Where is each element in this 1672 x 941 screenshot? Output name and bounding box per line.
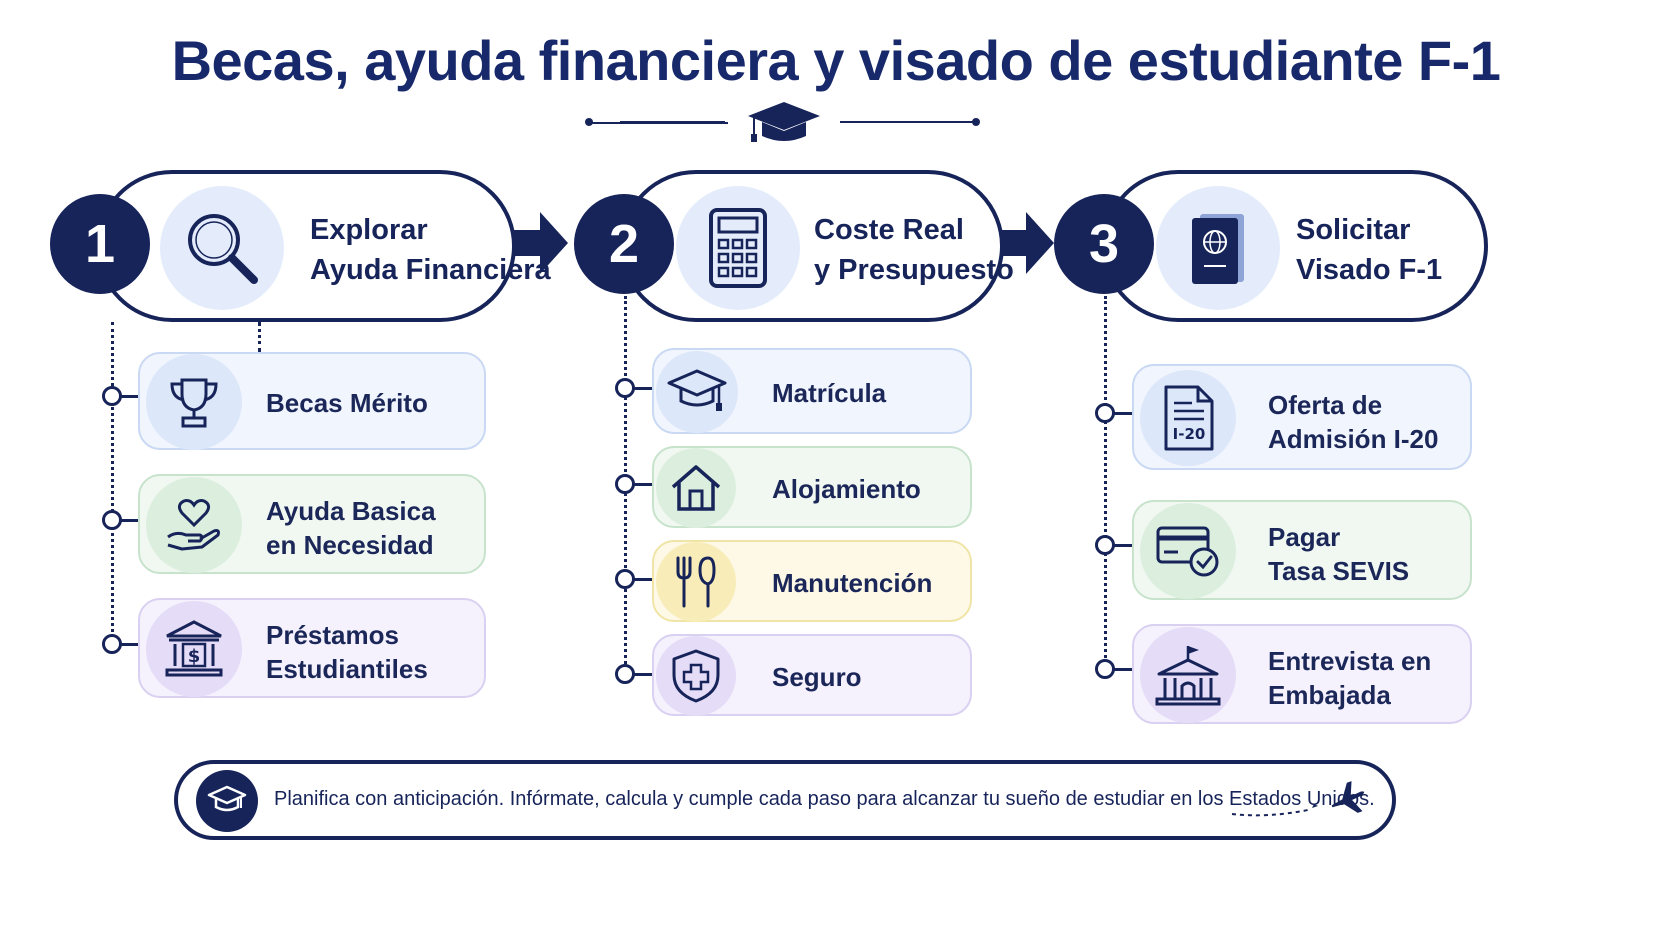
graduation-cap-icon [656, 351, 738, 433]
card-label: Seguro [772, 662, 862, 692]
timeline-node [1095, 403, 1115, 423]
card-label: Ayuda Basica en Necesidad [266, 496, 436, 560]
heart-hand-icon [146, 477, 242, 573]
timeline-node [102, 510, 122, 530]
airplane-icon [1231, 781, 1365, 817]
timeline-node [1095, 659, 1115, 679]
page-title: Becas, ayuda financiera y visado de estu… [171, 29, 1501, 92]
divider-line-left [590, 122, 728, 124]
step-1-timeline [111, 322, 114, 644]
card-seguro[interactable]: Seguro [652, 634, 972, 716]
passport-icon [1156, 186, 1280, 310]
fork-knife-icon [656, 542, 736, 622]
trophy-icon [146, 354, 242, 450]
card-matricula[interactable]: Matrícula [652, 348, 972, 434]
step-3-number: 3 [1054, 194, 1154, 294]
timeline-link [633, 387, 653, 390]
card-manutencion[interactable]: Manutención [652, 540, 972, 622]
step-2-title: Coste Real y Presupuesto [814, 214, 1014, 286]
step-1-connector [258, 322, 261, 352]
card-entrevista[interactable]: Entrevista en Embajada [1132, 624, 1472, 724]
card-becas-merito[interactable]: Becas Mérito [138, 352, 486, 450]
card-prestamos[interactable]: $ Préstamos Estudiantiles [138, 598, 486, 698]
card-label: Préstamos Estudiantiles [266, 620, 428, 684]
i20-icon-text: I-20 [1173, 425, 1206, 443]
timeline-link [633, 673, 653, 676]
timeline-node [615, 569, 635, 589]
step-1-number: 1 [50, 194, 150, 294]
timeline-link [120, 519, 140, 522]
timeline-link [1113, 668, 1133, 671]
card-ayuda-necesidad[interactable]: Ayuda Basica en Necesidad [138, 474, 486, 574]
card-pagar-sevis[interactable]: Pagar Tasa SEVIS [1132, 500, 1472, 600]
timeline-link [1113, 544, 1133, 547]
shield-plus-icon [656, 636, 736, 716]
card-label: Pagar Tasa SEVIS [1268, 522, 1410, 586]
footer-banner: Planifica con anticipación. Infórmate, c… [174, 760, 1396, 840]
timeline-node [615, 474, 635, 494]
timeline-node [102, 634, 122, 654]
card-label: Matrícula [772, 378, 887, 408]
card-label: Manutención [772, 568, 933, 598]
timeline-link [120, 643, 140, 646]
card-label: Oferta de Admisión I-20 [1268, 390, 1439, 454]
step-3-title: Solicitar Visado F-1 [1296, 214, 1443, 286]
card-alojamiento[interactable]: Alojamiento [652, 446, 972, 528]
step-3-timeline [1104, 296, 1107, 670]
card-label: Becas Mérito [266, 388, 428, 418]
timeline-node [615, 664, 635, 684]
timeline-link [633, 578, 653, 581]
timeline-link [633, 483, 653, 486]
card-oferta-i20[interactable]: I-20 Oferta de Admisión I-20 [1132, 364, 1472, 470]
calculator-icon [676, 186, 800, 310]
step-2-number: 2 [574, 194, 674, 294]
title-divider [620, 102, 980, 142]
house-icon [656, 448, 736, 528]
timeline-node [102, 386, 122, 406]
graduation-cap-icon [748, 102, 820, 142]
timeline-link [120, 395, 140, 398]
document-i20-icon: I-20 [1140, 370, 1236, 466]
arrow-right-icon [514, 212, 568, 274]
timeline-link [1113, 412, 1133, 415]
svg-text:$: $ [188, 646, 201, 667]
card-check-icon [1140, 503, 1236, 599]
timeline-node [615, 378, 635, 398]
embassy-icon [1140, 627, 1236, 723]
card-label: Entrevista en Embajada [1268, 646, 1432, 710]
timeline-node [1095, 535, 1115, 555]
magnifier-icon [160, 186, 284, 310]
bank-icon: $ [146, 601, 242, 697]
step-1-title: Explorar Ayuda Financiera [310, 214, 551, 286]
graduation-cap-icon [196, 770, 258, 832]
arrow-right-icon [1000, 212, 1054, 274]
card-label: Alojamiento [772, 474, 921, 504]
footer-text: Planifica con anticipación. Infórmate, c… [274, 788, 1375, 810]
